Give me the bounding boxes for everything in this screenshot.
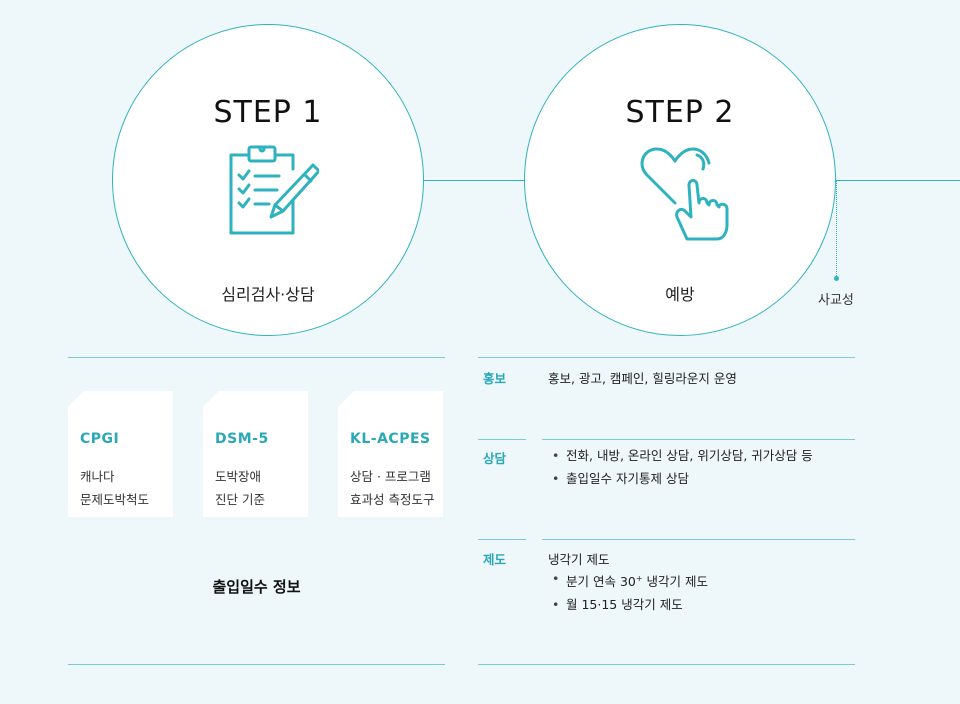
list-item: 분기 연속 30+ 냉각기 제도 <box>552 567 708 593</box>
step-1-label: 심리검사·상담 <box>221 285 315 304</box>
clipboard-pencil-icon <box>219 141 321 241</box>
row-key-counseling: 상담 <box>483 451 507 466</box>
system-item-1-sup: + <box>635 574 643 583</box>
card-cpgi-line-2: 문제도박척도 <box>80 492 150 507</box>
card-kl-acpes-line-1: 상담 · 프로그램 <box>350 469 431 484</box>
card-dsm5-line-1: 도박장애 <box>215 469 262 484</box>
heart-hand-icon <box>631 141 731 241</box>
step-2-circle: STEP 2 예방 <box>524 24 836 336</box>
row-key-promotion: 홍보 <box>483 371 507 386</box>
card-cpgi-title: CPGI <box>80 431 120 447</box>
connector-line-1 <box>424 180 526 181</box>
list-item: 월 15·15 냉각기 제도 <box>552 593 708 616</box>
table-value-rule-2 <box>542 539 855 540</box>
system-item-1-suffix: 냉각기 제도 <box>642 574 709 589</box>
step-1-circle: STEP 1 심리검사·상담 <box>112 24 424 336</box>
step-1-title: STEP 1 <box>213 95 323 130</box>
side-label-sociability: 사교성 <box>818 293 854 308</box>
info-title: 출입일수 정보 <box>212 578 301 596</box>
connector-dotted-line <box>836 180 837 276</box>
card-kl-acpes-line-2: 효과성 측정도구 <box>350 492 435 507</box>
system-list: 분기 연속 30+ 냉각기 제도 월 15·15 냉각기 제도 <box>552 567 708 616</box>
card-dsm5-line-2: 진단 기준 <box>215 492 265 507</box>
row-text-promotion: 홍보, 광고, 캠페인, 힐링라운지 운영 <box>548 371 737 386</box>
left-panel-top-rule <box>68 357 445 358</box>
card-kl-acpes-desc: 상담 · 프로그램 효과성 측정도구 <box>350 465 434 511</box>
list-item: 전화, 내방, 온라인 상담, 위기상담, 귀가상담 등 <box>552 444 813 467</box>
list-item: 출입일수 자기통제 상담 <box>552 467 813 490</box>
card-dsm5-desc: 도박장애 진단 기준 <box>215 465 265 511</box>
table-key-rule-2 <box>478 539 526 540</box>
row-text-system: 냉각기 제도 <box>548 552 610 567</box>
connector-line-2 <box>836 180 960 181</box>
system-item-1-prefix: 분기 연속 30 <box>566 574 636 589</box>
table-key-rule-1 <box>478 439 526 440</box>
card-cpgi: CPGI 캐나다 문제도박척도 <box>68 391 173 517</box>
connector-dot <box>834 276 839 281</box>
table-value-rule-1 <box>542 439 855 440</box>
counseling-list: 전화, 내방, 온라인 상담, 위기상담, 귀가상담 등 출입일수 자기통제 상… <box>552 444 813 490</box>
card-dsm5-title: DSM-5 <box>215 431 269 447</box>
step-2-title: STEP 2 <box>625 95 735 130</box>
card-dsm5: DSM-5 도박장애 진단 기준 <box>203 391 308 517</box>
card-cpgi-line-1: 캐나다 <box>80 469 115 484</box>
row-key-system: 제도 <box>483 552 507 567</box>
left-panel-bottom-rule <box>68 664 445 665</box>
step-2-label: 예방 <box>665 285 695 304</box>
card-cpgi-desc: 캐나다 문제도박척도 <box>80 465 149 511</box>
table-top-rule <box>478 357 855 358</box>
table-bottom-rule <box>478 664 855 665</box>
card-kl-acpes: KL-ACPES 상담 · 프로그램 효과성 측정도구 <box>338 391 443 517</box>
card-kl-acpes-title: KL-ACPES <box>350 431 431 447</box>
